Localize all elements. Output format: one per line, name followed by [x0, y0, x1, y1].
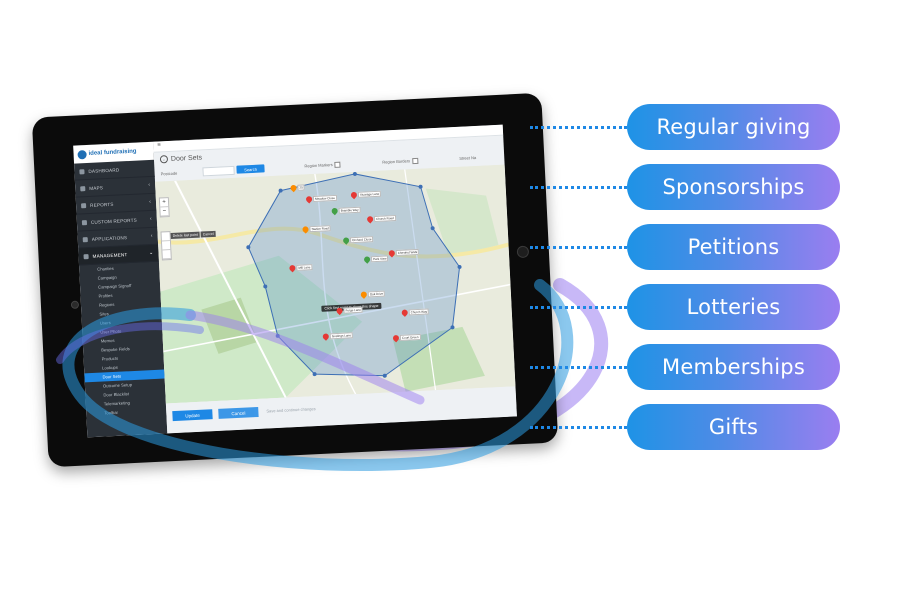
draw-polygon-tool[interactable]: [161, 232, 170, 242]
region-markers-toggle[interactable]: Region Markers: [304, 161, 341, 170]
postcode-input[interactable]: [202, 165, 235, 177]
sidebar-item-label: DASHBOARD: [88, 166, 120, 174]
feature-pill-petitions: Petitions: [627, 224, 840, 270]
marker-label: Forge Lane: [343, 306, 364, 314]
street-names-label[interactable]: Street Na: [459, 155, 477, 161]
sidebar-item-label: MANAGEMENT: [92, 251, 128, 259]
zoom-control: + −: [158, 197, 170, 218]
map-marker[interactable]: Oak Drive: [359, 290, 386, 299]
edit-shape-tool[interactable]: [162, 250, 171, 260]
sidebar: ideal fundraising DASHBOARD MAPS ‹ REPORTS ‹…: [73, 141, 168, 438]
sidebar-item-label: REPORTS: [89, 201, 114, 208]
dotted-connector: [530, 426, 627, 429]
chevron-icon: ‹: [148, 198, 152, 206]
region-borders-label: Region Borders: [382, 158, 411, 165]
hamburger-icon[interactable]: ≡: [157, 142, 161, 149]
footer-note: Save and continue changes: [266, 406, 316, 414]
nav-icon: [80, 202, 87, 208]
feature-pill-lotteries: Lotteries: [627, 284, 840, 330]
region-markers-checkbox[interactable]: [334, 161, 341, 168]
feature-pill-regular-giving: Regular giving: [627, 104, 840, 150]
marker-label: 25: [297, 184, 305, 191]
marker-label: Orchard Close: [349, 236, 374, 244]
marker-label: Vicarage Lane: [357, 190, 382, 198]
sidebar-item-label: CUSTOM REPORTS: [90, 217, 138, 225]
marker-label: Mill Lane: [296, 264, 313, 271]
chevron-icon: ‹: [149, 215, 152, 223]
feature-row: Petitions: [530, 224, 842, 270]
feature-row: Lotteries: [530, 284, 842, 330]
marker-label: Meadow Close: [312, 194, 338, 203]
search-button[interactable]: Search: [236, 164, 265, 174]
marker-label: Church Road: [373, 215, 396, 223]
region-markers-label: Region Markers: [304, 162, 333, 169]
marker-label: Park View: [370, 255, 389, 263]
map-marker[interactable]: Forge Lane: [335, 306, 364, 316]
zoom-out-button[interactable]: −: [160, 207, 169, 217]
sidebar-item-label: MAPS: [89, 184, 104, 191]
nav-icon: [81, 219, 88, 225]
nav-icon: [82, 236, 88, 242]
feature-pill-gifts: Gifts: [627, 404, 840, 450]
dotted-connector: [530, 126, 627, 129]
chevron-icon: ‹: [148, 181, 151, 189]
feature-row: Gifts: [530, 404, 842, 450]
region-borders-checkbox[interactable]: [411, 157, 419, 165]
cancel-drawing-button[interactable]: Cancel: [200, 230, 216, 238]
map-marker[interactable]: 25: [289, 183, 305, 193]
marker-label: Court Green: [399, 333, 421, 341]
zoom-in-button[interactable]: +: [159, 198, 169, 208]
dotted-connector: [530, 186, 627, 189]
page-title: Door Sets: [170, 153, 203, 163]
update-button[interactable]: Update: [172, 409, 213, 422]
feature-pill-sponsorships: Sponsorships: [627, 164, 840, 210]
feature-row: Sponsorships: [530, 164, 842, 210]
app-screen: ideal fundraising DASHBOARD MAPS ‹ REPORTS ‹…: [73, 124, 517, 438]
nav-icon: [80, 185, 86, 191]
logo-text: ideal fundraising: [88, 148, 137, 157]
logo-icon: [77, 149, 87, 159]
back-icon[interactable]: ‹: [159, 155, 169, 164]
dotted-connector: [530, 366, 627, 369]
chevron-icon: ⌄: [148, 249, 154, 257]
map-marker[interactable]: Mill Lane: [288, 263, 313, 273]
marker-label: Church Way: [408, 308, 430, 316]
marker-label: Goslings Lane: [329, 332, 354, 340]
feature-pill-memberships: Memberships: [627, 344, 840, 390]
cancel-button[interactable]: Cancel: [218, 406, 259, 419]
draw-square-tool[interactable]: [161, 241, 171, 251]
marker-label: Chestnut Walk: [395, 248, 420, 257]
chevron-icon: ‹: [150, 232, 153, 239]
dotted-connector: [530, 306, 627, 309]
marker-label: Oak Drive: [367, 290, 386, 298]
tablet-device: ideal fundraising DASHBOARD MAPS ‹ REPORTS ‹…: [31, 92, 559, 468]
postcode-label: Postcode: [160, 170, 178, 177]
feature-row: Memberships: [530, 344, 842, 390]
nav-icon: [79, 168, 85, 174]
map-marker[interactable]: Park View: [362, 255, 389, 264]
map-view[interactable]: + − Delete last point Cancel Click first…: [155, 164, 516, 404]
feature-row: Regular giving: [530, 104, 842, 150]
marker-label: Station Road: [309, 225, 332, 233]
dotted-connector: [530, 246, 627, 249]
marker-label: Bramble Way: [338, 206, 361, 214]
nav-icon: [83, 253, 89, 259]
region-borders-toggle[interactable]: Region Borders: [382, 157, 419, 166]
sidebar-item-label: APPLICATIONS: [91, 234, 128, 242]
